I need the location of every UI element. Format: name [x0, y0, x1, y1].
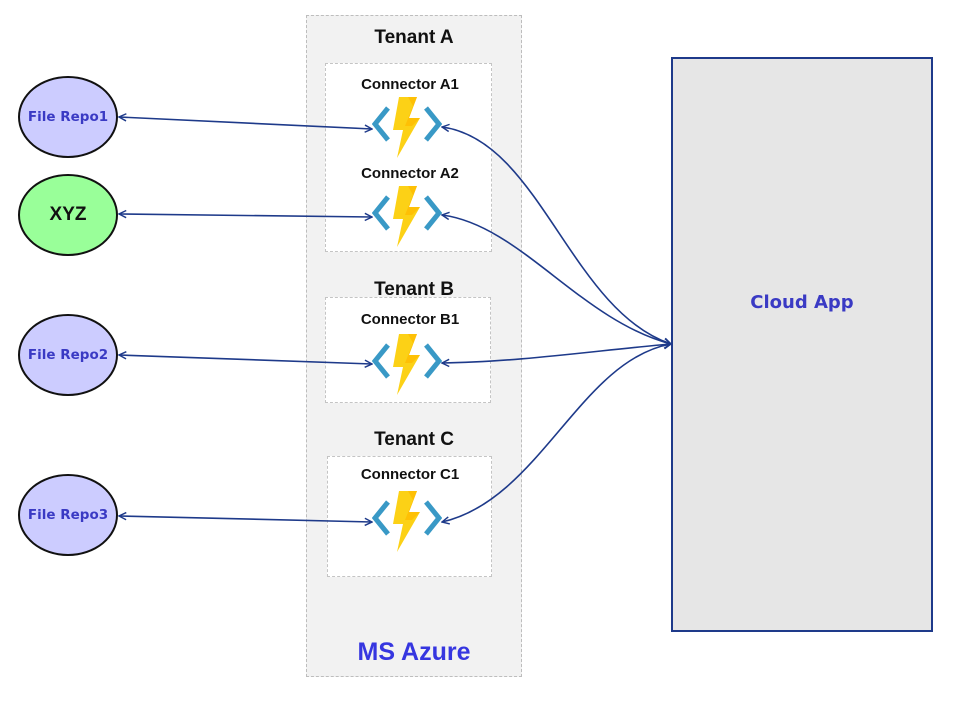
left-bracket-shape [372, 343, 390, 379]
right-bracket-shape [424, 106, 442, 142]
bolt-shade-shape [405, 97, 420, 126]
node-xyz[interactable]: XYZ [18, 174, 118, 256]
right-bracket-shape [424, 500, 442, 536]
node-label: XYZ [49, 204, 87, 225]
edge-repo2-b1 [119, 355, 372, 364]
bolt-shade-shape [405, 334, 420, 363]
left-bracket-shape [372, 106, 390, 142]
bolt-shade-shape [405, 491, 420, 520]
edge-cloud-c1 [442, 344, 671, 522]
tenant-a-title: Tenant A [374, 27, 454, 48]
node-label: File Repo2 [27, 347, 109, 363]
azure-label: MS Azure [357, 638, 471, 666]
tenant-c-title: Tenant C [374, 429, 454, 450]
connector-a2-label: Connector A2 [361, 165, 459, 182]
azure-function-icon[interactable] [372, 333, 442, 395]
azure-function-icon[interactable] [372, 490, 442, 552]
edge-repo3-c1 [119, 516, 372, 522]
bolt-shape [393, 97, 420, 158]
bolt-shape [393, 186, 420, 247]
cloud-app-label: Cloud App [750, 292, 854, 313]
node-file-repo3[interactable]: File Repo3 [18, 474, 118, 556]
edge-cloud-b1 [442, 344, 671, 363]
node-file-repo1[interactable]: File Repo1 [18, 76, 118, 158]
edge-cloud-a2 [442, 215, 671, 344]
left-bracket-shape [372, 500, 390, 536]
connector-c1-label: Connector C1 [360, 466, 460, 483]
left-bracket-shape [372, 195, 390, 231]
right-bracket-shape [424, 195, 442, 231]
node-file-repo2[interactable]: File Repo2 [18, 314, 118, 396]
azure-function-icon[interactable] [372, 185, 442, 247]
connector-b1-label: Connector B1 [360, 311, 460, 328]
tenant-b-title: Tenant B [374, 279, 454, 300]
edge-cloud-a1 [442, 127, 671, 344]
connector-a1-label: Connector A1 [361, 76, 459, 93]
bolt-shade-shape [405, 186, 420, 215]
node-label: File Repo3 [27, 507, 109, 523]
edge-repo1-a1 [119, 117, 372, 129]
node-label: File Repo1 [27, 109, 109, 125]
bolt-shape [393, 334, 420, 395]
azure-function-icon[interactable] [372, 96, 442, 158]
edge-xyz-a2 [119, 214, 372, 217]
bolt-shape [393, 491, 420, 552]
right-bracket-shape [424, 343, 442, 379]
